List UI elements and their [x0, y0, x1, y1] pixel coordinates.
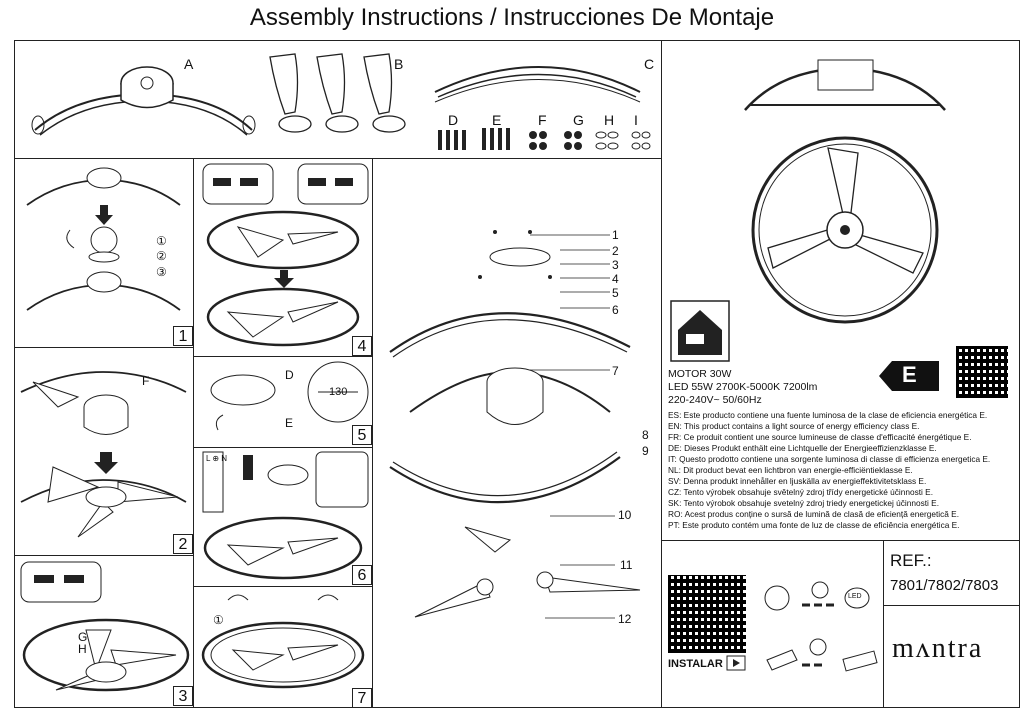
energy-label-qr-code — [956, 346, 1008, 398]
page-title: Assembly Instructions / Instrucciones De… — [249, 4, 775, 31]
exploded-callout: 12 — [618, 612, 632, 626]
part-g-label: G — [573, 112, 584, 128]
led-spec: LED 55W 2700K-5000K 7200lm — [668, 381, 818, 393]
exploded-callout: 2 — [612, 244, 619, 258]
energy-statement: IT: Questo prodotto contiene una sorgent… — [668, 454, 991, 464]
led-icon-text: LED — [848, 593, 862, 600]
step-2-illustration — [20, 371, 187, 538]
step-number: 4 — [352, 336, 372, 356]
part-c-ring-illustration — [434, 66, 641, 103]
product-side-view — [744, 59, 946, 111]
energy-statement: FR: Ce produit contient une source lumin… — [668, 432, 972, 442]
instruction-sheet-frame — [14, 40, 1020, 708]
part-h-label: H — [604, 112, 615, 128]
divider — [883, 605, 1020, 606]
energy-statement: CZ: Tento výrobek obsahuje světelný zdro… — [668, 487, 934, 497]
part-a-illustration — [31, 66, 256, 136]
divider — [14, 347, 194, 348]
step-2-label: F — [142, 374, 150, 388]
part-f-label: F — [538, 112, 547, 128]
divider — [661, 40, 662, 708]
step-6-illustration — [202, 451, 369, 580]
motor-spec: MOTOR 30W — [668, 368, 732, 380]
energy-statement: SK: Tento výrobok obsahuje svetelný zdro… — [668, 498, 940, 508]
ref-label: REF.: — [890, 551, 932, 570]
step-number: 5 — [352, 425, 372, 445]
energy-statement: ES: Este producto contiene una fuente lu… — [668, 410, 988, 420]
energy-statement: NL: Dit product bevat een lichtbron van … — [668, 465, 913, 475]
divider — [661, 540, 1020, 541]
energy-statement: SV: Denna produkt innehåller en ljuskäll… — [668, 476, 927, 486]
exploded-callout: 3 — [612, 258, 619, 272]
brand-logo: mʌntra — [892, 633, 984, 664]
part-b-blades-illustration — [269, 53, 406, 133]
step-1-illustration — [26, 167, 181, 311]
step-3-label: G — [78, 630, 88, 644]
exploded-callout: 11 — [620, 558, 633, 572]
step-number: 6 — [352, 565, 372, 585]
step-4-illustration — [202, 163, 369, 347]
ref-numbers: 7801/7802/7803 — [890, 577, 999, 594]
part-c-label: C — [644, 56, 655, 72]
divider — [372, 158, 373, 448]
energy-class-letter: E — [902, 362, 917, 387]
energy-statement: EN: This product contains a light source… — [668, 421, 920, 431]
step-number: 2 — [173, 534, 193, 554]
step-7-illustration — [201, 594, 365, 689]
callout-leaders — [530, 234, 615, 619]
step-number: 1 — [173, 326, 193, 346]
divider — [193, 356, 373, 357]
step-3-label: H — [78, 642, 87, 656]
exploded-callout: 6 — [612, 303, 619, 317]
divider — [883, 540, 884, 708]
divider — [372, 447, 373, 708]
energy-statement: RO: Acest produs conține o sursă de lumi… — [668, 509, 960, 519]
energy-statement: DE: Dieses Produkt enthält eine Lichtque… — [668, 443, 937, 453]
divider — [14, 158, 662, 159]
indoor-use-icon — [670, 300, 730, 362]
divider — [193, 586, 373, 587]
install-video-qr-code[interactable] — [668, 575, 746, 653]
safety-icons-row-1 — [764, 581, 870, 611]
divider — [193, 447, 373, 448]
divider — [193, 158, 194, 708]
exploded-callout: 9 — [642, 444, 649, 458]
step-5-illustration — [210, 361, 369, 431]
part-a-label: A — [184, 56, 194, 72]
exploded-callout: 8 — [642, 428, 649, 442]
product-bottom-view — [751, 136, 939, 324]
voltage-spec: 220-240V~ 50/60Hz — [668, 394, 762, 406]
step-number: 7 — [352, 688, 372, 708]
step-1-callout: ① — [156, 234, 167, 248]
step-5-label: D — [285, 368, 294, 382]
step-7-label: ① — [213, 613, 224, 627]
exploded-callout: 4 — [612, 272, 619, 286]
hardware-parts-illustration — [438, 128, 651, 150]
safety-icons-row-2 — [766, 638, 878, 672]
part-d-label: D — [448, 112, 459, 128]
play-video-icon[interactable] — [726, 655, 750, 677]
step-number: 3 — [173, 686, 193, 706]
exploded-view-illustration — [389, 230, 641, 618]
step-5-label: E — [285, 416, 294, 430]
exploded-callout: 1 — [612, 228, 619, 242]
divider — [14, 555, 194, 556]
part-e-label: E — [492, 112, 502, 128]
part-b-label: B — [394, 56, 404, 72]
step-5-dimension: 130 — [329, 386, 348, 398]
step-6-wiring-text: L ⊕ N — [206, 454, 228, 463]
exploded-callout: 5 — [612, 286, 619, 300]
step-3-illustration — [20, 561, 190, 692]
exploded-callout: 10 — [618, 508, 632, 522]
energy-class-badge — [879, 361, 939, 391]
part-i-label: I — [634, 112, 638, 128]
install-label: INSTALAR — [668, 658, 723, 670]
energy-statement: PT: Este produto contém uma fonte de luz… — [668, 520, 960, 530]
exploded-callout: 7 — [612, 364, 619, 378]
step-1-callout: ③ — [156, 265, 167, 279]
step-1-callout: ② — [156, 249, 167, 263]
